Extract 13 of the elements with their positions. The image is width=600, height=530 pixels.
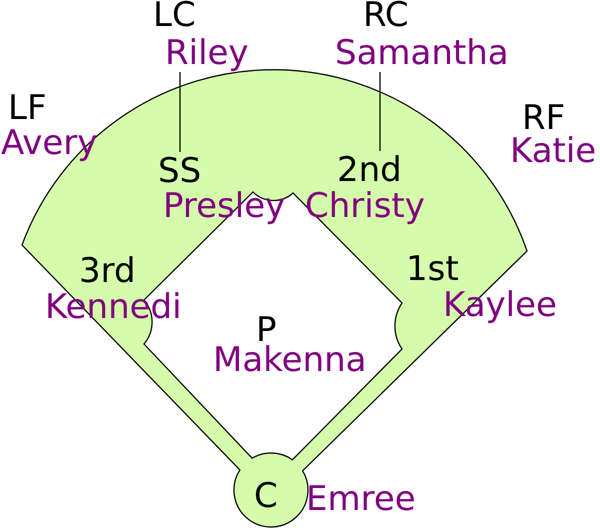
- position-label: 2nd: [337, 151, 402, 189]
- position-label: SS: [158, 152, 202, 190]
- position-label: 3rd: [79, 252, 136, 290]
- position-label: 1st: [406, 250, 459, 288]
- player-name: Samantha: [335, 34, 509, 72]
- player-name: Emree: [306, 480, 416, 518]
- position-label: LC: [153, 0, 196, 34]
- position-label: C: [254, 477, 278, 515]
- leader-line: [379, 72, 381, 151]
- player-name: Riley: [165, 34, 249, 72]
- position-label: LF: [8, 89, 46, 127]
- player-name: Christy: [305, 187, 425, 225]
- position-label: RC: [363, 0, 409, 34]
